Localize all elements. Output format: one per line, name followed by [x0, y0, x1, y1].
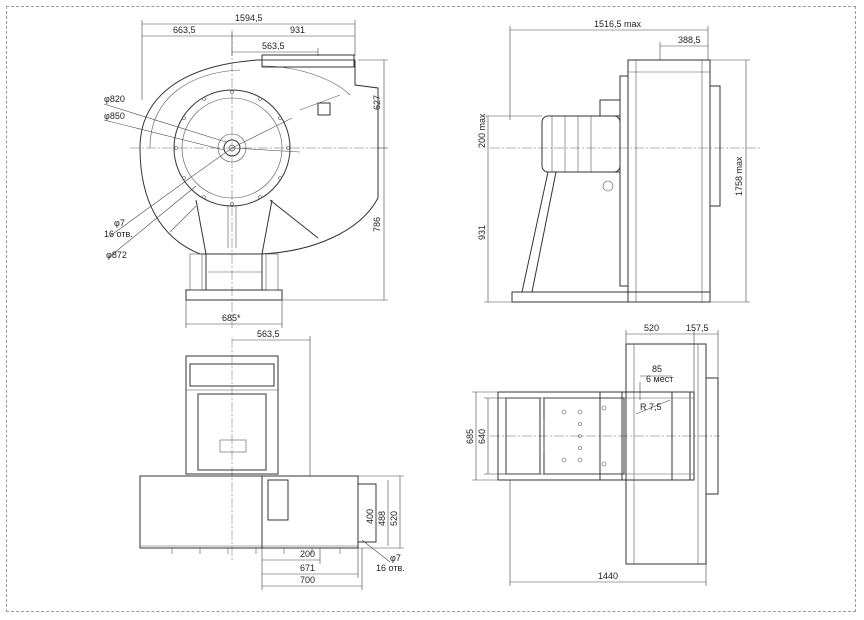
dim-side-inlet-depth: 388,5: [678, 35, 701, 45]
dim-bottom-len-700: 700: [300, 575, 315, 585]
dim-plan-width-520: 520: [644, 323, 659, 333]
dim-plan-depth-685: 685: [465, 429, 475, 444]
dim-front-left-width: 663,5: [173, 25, 196, 35]
dim-side-total-height: 1758 max: [734, 156, 744, 196]
dim-front-dia-872: φ872: [106, 250, 127, 260]
dim-bottom-outlet-h-488: 488: [377, 511, 387, 526]
side-view: 1516,5 max 388,5 200 max 931 1758 max: [477, 19, 760, 303]
dim-front-right-width: 931: [290, 25, 305, 35]
dim-side-axis-height: 931: [477, 225, 487, 240]
dim-plan-radius: R 7,5: [640, 402, 662, 412]
plan-view: 520 157,5 85 6 мест R 7,5 685 640 1440: [465, 323, 720, 586]
dim-bottom-outlet-h-400: 400: [365, 509, 375, 524]
dim-front-holes-dia: φ7: [114, 218, 125, 228]
dim-front-holes-count: 16 отв.: [104, 229, 133, 239]
dim-bottom-inlet-width: 563,5: [257, 329, 280, 339]
dim-bottom-holes-dia: φ7: [390, 553, 401, 563]
dim-plan-slot-count: 6 мест: [646, 374, 673, 384]
dim-bottom-holes-count: 16 отв.: [376, 563, 405, 573]
dim-side-total-width: 1516,5 max: [594, 19, 642, 29]
drawing-frame: [6, 6, 856, 612]
dim-bottom-outlet-h-520: 520: [389, 511, 399, 526]
dim-plan-length-1440: 1440: [598, 571, 618, 581]
dim-front-axis-height: 786: [372, 217, 382, 232]
dim-bottom-len-200: 200: [300, 549, 315, 559]
dim-plan-depth-640: 640: [477, 429, 487, 444]
dim-side-motor-height: 200 max: [477, 113, 487, 148]
dim-front-base-width: 685*: [222, 313, 241, 323]
dim-plan-slot-85: 85: [652, 364, 662, 374]
dim-front-outlet-height: 627: [372, 95, 382, 110]
dim-plan-width-157: 157,5: [686, 323, 709, 333]
front-view: 1594,5 663,5 931 563,5 627 786 φ820 φ850…: [103, 13, 388, 330]
dim-front-total-width: 1594,5: [235, 13, 263, 23]
dim-front-inlet-width: 563,5: [262, 41, 285, 51]
dim-bottom-len-671: 671: [300, 563, 315, 573]
dim-front-dia-820: φ820: [104, 94, 125, 104]
bottom-view: 563,5 400 488 520 200 671 700 φ7 16 отв.: [139, 329, 405, 590]
dim-front-dia-850: φ850: [104, 111, 125, 121]
